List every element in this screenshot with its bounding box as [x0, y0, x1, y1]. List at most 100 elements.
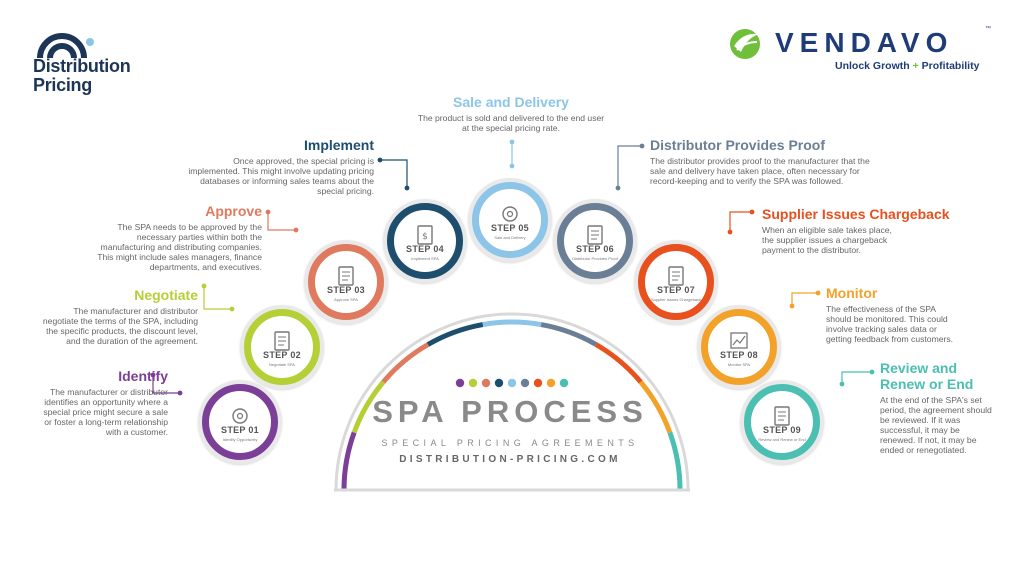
logo-text-line1: Distribution	[33, 56, 131, 76]
step-ring: STEP 08 Monitor SPA	[701, 309, 777, 385]
arc-segment	[482, 319, 542, 328]
step-ring: STEP 07 Supplier Issues Chargeback	[638, 244, 714, 320]
color-dot	[455, 378, 465, 388]
connector-dot	[789, 303, 795, 309]
connector-dot	[615, 185, 621, 191]
arc-segment	[594, 342, 643, 384]
negotiate-icon	[251, 330, 313, 352]
step-ring: STEP 02 Negotiate SPA	[244, 309, 320, 385]
center-subtitle: SPECIAL PRICING AGREEMENTS	[381, 438, 639, 448]
step-number: STEP 04	[406, 244, 444, 254]
step-subtitle: Supplier Issues Chargeback	[650, 297, 702, 302]
connector-dot	[265, 209, 271, 215]
annotation-review: Review and Renew or End At the end of th…	[880, 360, 992, 455]
step-title: Approve	[205, 203, 262, 219]
step-title: Review and Renew or End	[880, 360, 974, 392]
connector-dot	[727, 229, 733, 235]
connector-line	[729, 211, 752, 232]
arc-segment	[540, 322, 598, 347]
connector-dot	[377, 157, 383, 163]
step-number: STEP 07	[657, 285, 695, 295]
connector-dot	[293, 227, 299, 233]
step-number: STEP 06	[576, 244, 614, 254]
connector-line	[841, 371, 872, 384]
connector-dot	[404, 185, 410, 191]
color-dot	[533, 378, 543, 388]
connector-line	[152, 375, 180, 394]
step-title: Negotiate	[134, 287, 198, 303]
annotation-sale-delivery: Sale and Delivery The product is sold an…	[416, 94, 606, 133]
connector-dot	[509, 163, 515, 169]
step-ring: STEP 01 Identify Opportunity	[202, 384, 278, 460]
review-icon	[751, 405, 813, 427]
step-description: The SPA needs to be approved by the nece…	[97, 222, 262, 272]
color-dot	[559, 378, 569, 388]
svg-text:$: $	[422, 232, 428, 242]
logo-text-line2: Pricing	[33, 75, 92, 95]
step-subtitle: Sale and Delivery	[494, 235, 526, 240]
step-subtitle: Negotiate SPA	[269, 362, 295, 367]
center-dome	[334, 312, 690, 492]
connector-dot	[839, 381, 845, 387]
connector-dot	[815, 290, 821, 296]
annotation-distributor-proof: Distributor Provides Proof The distribut…	[650, 137, 882, 186]
annotation-identify: Identify The manufacturer or distributor…	[38, 368, 168, 437]
connector-line	[380, 159, 408, 188]
arc-segment	[426, 322, 484, 347]
chargeback-icon	[645, 265, 707, 287]
center-url: DISTRIBUTION-PRICING.COM	[399, 454, 621, 465]
color-dot	[481, 378, 491, 388]
color-dot	[507, 378, 517, 388]
step-subtitle: Review and Renew or End	[758, 437, 806, 442]
connector-line	[617, 145, 642, 188]
step-ring: STEP 05 Sale and Delivery	[472, 182, 548, 258]
step-title: Monitor	[826, 285, 878, 301]
vendavo-trademark: ™	[985, 26, 991, 32]
step-circle-1: STEP 01 Identify Opportunity	[198, 380, 282, 464]
color-dot	[468, 378, 478, 388]
color-dots	[455, 378, 569, 388]
step-ring: STEP 06 Distributor Provides Proof	[557, 203, 633, 279]
step-number: STEP 02	[263, 350, 301, 360]
step-description: The manufacturer or distributor identifi…	[43, 387, 168, 437]
step-circle-7: STEP 07 Supplier Issues Chargeback	[634, 240, 718, 324]
connector-line	[791, 292, 818, 306]
sale-delivery-icon	[479, 203, 541, 225]
step-subtitle: Monitor SPA	[727, 362, 751, 367]
step-subtitle: Identify Opportunity	[222, 437, 258, 442]
step-number: STEP 05	[491, 223, 529, 233]
step-description: The distributor provides proof to the ma…	[650, 156, 870, 186]
vendavo-swoosh-icon	[730, 29, 760, 59]
step-description: When an eligible sale takes place, the s…	[762, 225, 892, 255]
connector-dot	[177, 390, 183, 396]
step-number: STEP 08	[720, 350, 758, 360]
step-title: Supplier Issues Chargeback	[762, 206, 950, 222]
monitor-icon	[708, 330, 770, 352]
annotation-chargeback: Supplier Issues Chargeback When an eligi…	[762, 206, 962, 255]
step-description: At the end of the SPA's set period, the …	[880, 395, 992, 455]
vendavo-logo: VENDAVO ™ Unlock Growth + Profitability	[727, 24, 997, 76]
step-description: The manufacturer and distributor negotia…	[42, 306, 198, 346]
annotation-negotiate: Negotiate The manufacturer and distribut…	[38, 287, 198, 346]
arc-segment	[667, 431, 683, 491]
step-number: STEP 01	[221, 425, 259, 435]
connector-dot	[749, 209, 755, 215]
annotation-monitor: Monitor The effectiveness of the SPA sho…	[826, 285, 956, 344]
center-title: SPA PROCESS	[372, 394, 648, 429]
distribution-pricing-logo: Distribution Pricing	[30, 30, 170, 100]
step-description: Once approved, the special pricing is im…	[188, 156, 374, 196]
step-circle-8: STEP 08 Monitor SPA	[697, 305, 781, 389]
identify-icon	[209, 405, 271, 427]
connector-dot	[509, 139, 515, 145]
vendavo-tagline: Unlock Growth + Profitability	[835, 60, 980, 72]
step-subtitle: Approve SPA	[334, 297, 358, 302]
step-number: STEP 03	[327, 285, 365, 295]
color-dot	[494, 378, 504, 388]
step-subtitle: Distributor Provides Proof	[572, 256, 618, 261]
step-circle-2: STEP 02 Negotiate SPA	[240, 305, 324, 389]
